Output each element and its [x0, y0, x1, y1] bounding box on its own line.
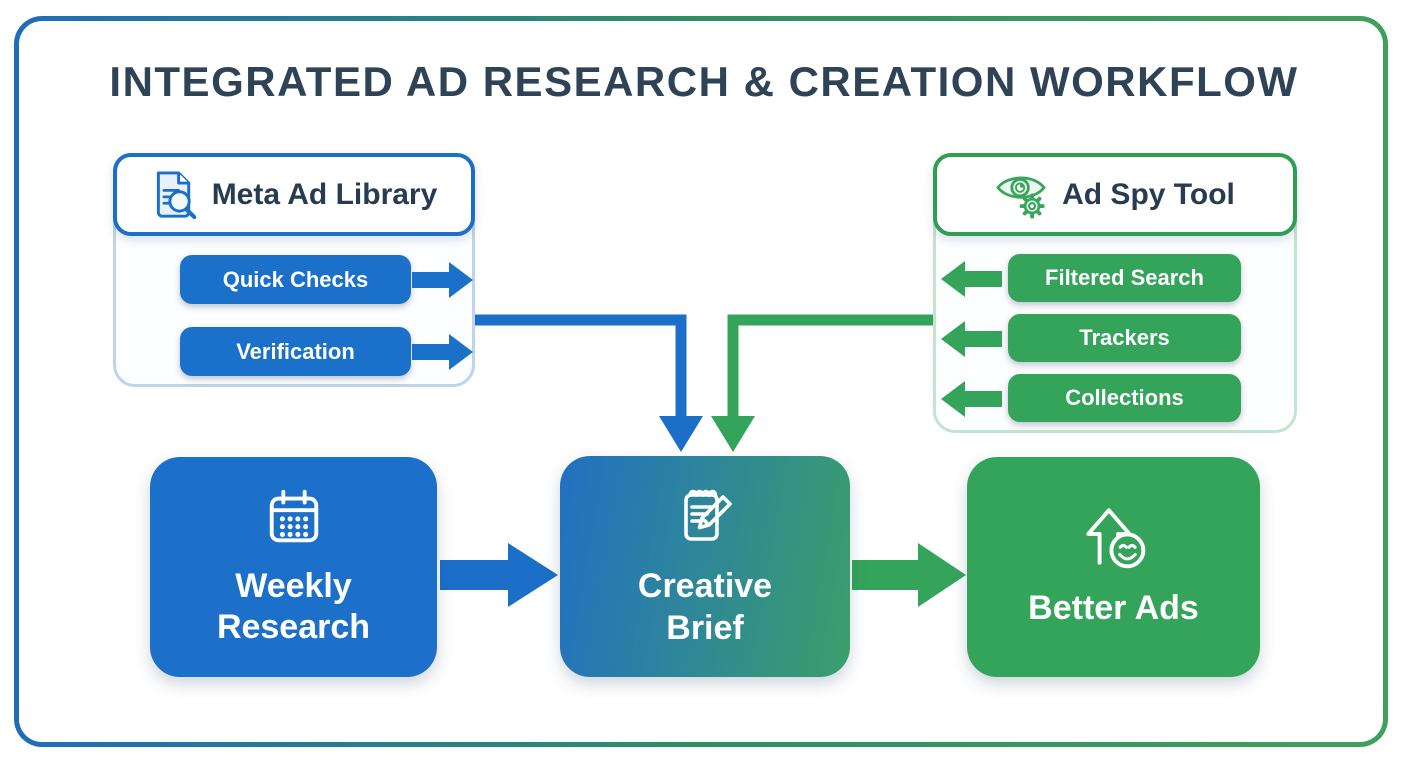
- better-ads-node: Better Ads: [967, 457, 1260, 677]
- arrow-left-small-icon: [941, 381, 1002, 417]
- creative-brief-node: Creative Brief: [560, 456, 850, 677]
- trackers-pill: Trackers: [1008, 314, 1241, 362]
- verification-pill: Verification: [180, 327, 411, 376]
- better-ads-label: Better Ads: [1028, 589, 1199, 628]
- weekly-research-label: Weekly Research: [216, 566, 371, 646]
- arrow-left-small-icon: [941, 261, 1002, 297]
- filtered-search-pill: Filtered Search: [1008, 254, 1241, 302]
- page-title: INTEGRATED AD RESEARCH & CREATION WORKFL…: [109, 58, 1299, 105]
- collections-pill: Collections: [1008, 374, 1241, 422]
- meta-ad-library-header: Meta Ad Library: [113, 153, 475, 236]
- calendar-icon: [269, 489, 318, 542]
- document-search-icon: [156, 170, 196, 219]
- arrow-left-small-icon: [941, 321, 1002, 357]
- notepad-pencil-icon: [684, 489, 732, 541]
- arrow-right-small-icon: [412, 262, 473, 298]
- meta-ad-library-panel: Meta Ad Library Quick Checks Verificatio…: [113, 153, 475, 387]
- ad-spy-tool-label: Ad Spy Tool: [1062, 177, 1235, 211]
- gear-icon: [1019, 193, 1045, 219]
- ad-spy-tool-panel: Ad Spy Tool Filtered Search Trackers Col…: [933, 153, 1297, 433]
- ad-spy-tool-header: Ad Spy Tool: [933, 153, 1297, 236]
- eye-gear-icon: [996, 176, 1046, 219]
- creative-brief-label: Creative Brief: [637, 567, 773, 647]
- quick-checks-pill: Quick Checks: [180, 255, 411, 304]
- arrow-up-smiley-icon: [1085, 508, 1145, 569]
- meta-ad-library-label: Meta Ad Library: [211, 177, 438, 211]
- weekly-research-node: Weekly Research: [150, 457, 437, 677]
- arrow-right-small-icon: [412, 334, 473, 370]
